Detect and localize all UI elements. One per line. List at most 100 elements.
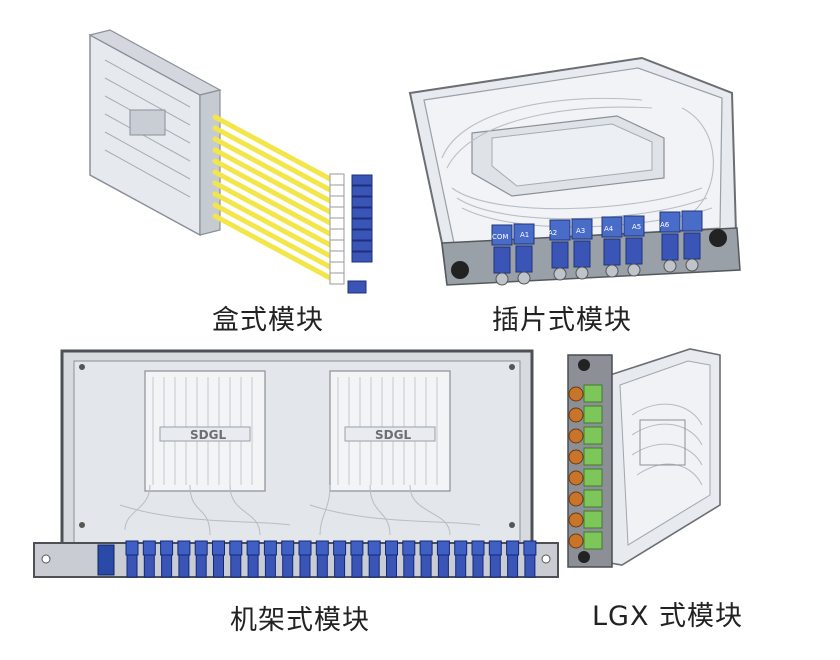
- caption-box-module: 盒式模块: [212, 305, 324, 336]
- sc-connector: [143, 554, 155, 578]
- fiber-pigtail: [212, 136, 335, 205]
- network-port-icon: [97, 544, 115, 576]
- sc-connector: [455, 554, 467, 578]
- connector-dust-cap-icon: [568, 386, 584, 402]
- connector-dust-cap-icon: [568, 533, 584, 549]
- sc-apc-adapter: [583, 384, 603, 403]
- sc-adapter: [419, 540, 433, 556]
- screw-icon: [578, 359, 590, 371]
- sc-connector: [489, 554, 501, 578]
- sc-connector: [437, 554, 449, 578]
- sc-connector: [515, 245, 533, 273]
- sc-adapter: [523, 540, 537, 556]
- sc-adapter: [385, 540, 398, 556]
- caption-insert-module: 插片式模块: [492, 305, 632, 336]
- sc-apc-adapter: [583, 405, 603, 424]
- fiber-pigtail: [212, 125, 335, 194]
- connector-boot: [329, 272, 345, 285]
- sc-adapter: [281, 540, 295, 556]
- sc-adapter: [212, 540, 225, 556]
- sc-connector: [334, 554, 346, 578]
- connector-ferrule-icon: [495, 272, 509, 286]
- connector-ferrule-icon: [553, 267, 567, 281]
- sc-connector: [507, 554, 519, 578]
- sc-connector: [178, 554, 190, 578]
- connector-boot: [329, 184, 345, 197]
- sc-adapter: [623, 215, 645, 237]
- connector-dust-cap-icon: [568, 407, 584, 423]
- sc-adapter: [436, 540, 450, 556]
- connector-ferrule-icon: [575, 266, 589, 280]
- sc-adapter: [177, 540, 191, 556]
- lc-connector: [351, 185, 373, 197]
- caption-lgx-module: LGX 式模块: [592, 601, 744, 632]
- sc-adapter: [681, 210, 703, 232]
- sc-adapter: [142, 540, 156, 556]
- fiber-pigtail: [212, 191, 335, 260]
- connector-ferrule-icon: [627, 263, 641, 277]
- screw-icon: [578, 551, 590, 563]
- sc-connector: [161, 554, 173, 578]
- sc-adapter: [229, 540, 243, 556]
- screw-icon: [451, 261, 469, 279]
- box-module-drawing: [88, 29, 373, 294]
- sc-connector: [368, 554, 380, 578]
- caption-rack-module: 机架式模块: [230, 605, 370, 636]
- sc-connector: [351, 554, 363, 578]
- fiber-pigtail: [212, 213, 335, 282]
- fiber-pigtail: [212, 114, 335, 183]
- fiber-pigtail: [212, 169, 335, 238]
- sc-adapter: [454, 540, 468, 556]
- sc-connector: [403, 554, 415, 578]
- sc-connector: [264, 554, 276, 578]
- port-label: A4: [604, 225, 614, 233]
- lc-connector: [351, 251, 373, 263]
- sc-connector: [683, 232, 701, 260]
- connector-ferrule-icon: [663, 259, 677, 273]
- connector-boot: [329, 228, 345, 241]
- fiber-pigtail: [212, 180, 335, 249]
- box-module-illustration: [70, 25, 400, 315]
- sc-adapter: [402, 540, 416, 556]
- connector-boot: [329, 239, 345, 252]
- connector-dust-cap-icon: [568, 470, 584, 486]
- fiber-pigtail: [212, 202, 335, 271]
- connector-boot: [329, 206, 345, 219]
- sc-adapter: [513, 223, 535, 245]
- sc-connector: [625, 237, 643, 265]
- lc-connector: [351, 207, 373, 219]
- sc-connector: [386, 554, 397, 578]
- sc-adapter: [506, 540, 520, 556]
- sc-apc-adapter: [583, 468, 603, 487]
- port-label: A5: [632, 223, 641, 231]
- sc-adapter: [298, 540, 312, 556]
- port-label: A1: [520, 231, 529, 239]
- sc-adapter: [125, 540, 139, 556]
- sc-adapter: [488, 540, 502, 556]
- lc-connector: [351, 240, 373, 252]
- sc-adapter: [194, 540, 208, 556]
- sc-adapter: [601, 216, 623, 238]
- sc-adapter: [659, 211, 681, 233]
- connector-ferrule-icon: [685, 258, 699, 272]
- lgx-module-drawing: [567, 348, 721, 568]
- sc-connector: [661, 233, 679, 261]
- sc-apc-adapter: [583, 531, 603, 550]
- sc-apc-adapter: [583, 447, 603, 466]
- port-label: COM: [492, 233, 508, 241]
- sc-connector: [213, 554, 224, 578]
- lc-connector: [351, 229, 373, 241]
- lgx-module-illustration: [562, 345, 722, 580]
- sc-adapter: [333, 540, 347, 556]
- sc-connector: [573, 240, 591, 268]
- sc-connector: [603, 238, 621, 266]
- sc-apc-adapter: [583, 510, 603, 529]
- sc-connector: [126, 554, 138, 578]
- sc-connector: [230, 554, 242, 578]
- connector-dust-cap-icon: [568, 512, 584, 528]
- connector-dust-cap-icon: [568, 428, 584, 444]
- connector-ferrule-icon: [605, 264, 619, 278]
